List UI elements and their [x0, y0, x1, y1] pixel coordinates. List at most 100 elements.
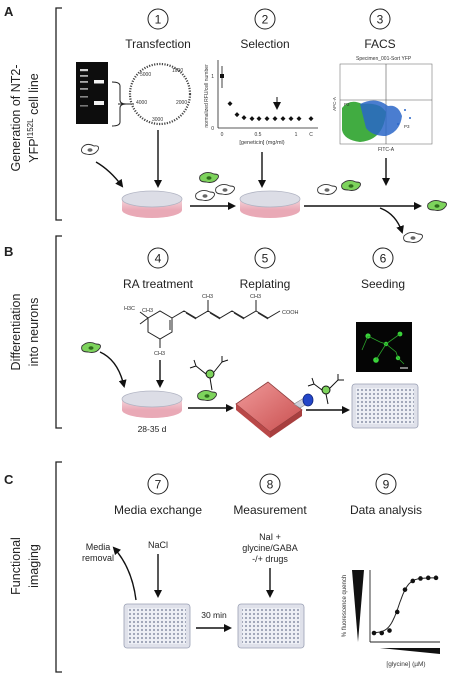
step-7-label: Media exchange: [114, 503, 202, 517]
gel-image: [76, 62, 108, 124]
step-1-number: 1: [155, 13, 162, 27]
selection-xtick-0: 0: [221, 132, 224, 138]
molecule-h3c: H3C: [124, 306, 135, 312]
culture-flask: [235, 381, 314, 438]
step-5-label: Replating: [240, 277, 291, 291]
culture-dish-2: [239, 190, 301, 218]
fluorescence-micrograph: [356, 322, 412, 372]
facs-plot: Specimen_001-Sort YFP P2 P3 APC-A FITC-A: [332, 56, 433, 153]
chart-xlabel: [glycine] (µM): [386, 661, 425, 668]
selection-ytick-1: 1: [211, 74, 214, 80]
panel-a-bracket: [55, 7, 62, 221]
measurement-line-2: glycine/GABA: [242, 543, 298, 553]
panel-a-side-title-2: YFPI152L cell line: [26, 73, 41, 163]
cell-green: [427, 199, 447, 211]
selection-xtick-1: 1: [295, 132, 298, 138]
selection-point: [288, 116, 294, 122]
cell-green: [197, 389, 217, 401]
plasmid-label-2000: 2000: [176, 100, 187, 106]
neuron-icon: [307, 374, 344, 405]
fit-curve: [373, 577, 436, 634]
well-plate-b: [351, 383, 419, 429]
selection-plot: normalized RFU/cell number 0 1 0 0.5 1 C…: [204, 60, 318, 146]
selection-plot-xlabel: [geneticin] (mg/ml): [239, 140, 284, 146]
molecule-cooh: COOH: [282, 310, 299, 316]
plasmid-map: 1000 2000 3000 4000 5000: [128, 62, 192, 126]
step-7: 7 Media exchange: [114, 473, 202, 517]
plasmid-label-5000: 5000: [140, 72, 151, 78]
panel-c-side-title-2: imaging: [27, 544, 41, 588]
nacl-label: NaCl: [148, 540, 168, 550]
panel-a: A Generation of NT2- YFPI152L cell line …: [4, 4, 447, 243]
step-5-number: 5: [262, 252, 269, 266]
molecule-ch3-c: CH3: [202, 294, 213, 300]
selection-point: [272, 116, 278, 122]
panel-b: B Differentiation into neurons 4 RA trea…: [4, 235, 419, 438]
chart-ylabel: % fluorescence quench: [342, 575, 348, 637]
measurement-line-1: NaI +: [259, 532, 281, 542]
step-1: 1 Transfection: [125, 8, 191, 51]
molecule-ch3-d: CH3: [250, 294, 261, 300]
data-point: [394, 609, 400, 615]
step-1-label: Transfection: [125, 37, 191, 51]
step-9-number: 9: [383, 478, 390, 492]
selection-point: [249, 116, 255, 122]
facs-gate-p2: P2: [344, 102, 350, 107]
neuron-icon: [189, 356, 229, 391]
selection-point: [264, 116, 270, 122]
cell-white: [215, 183, 235, 195]
media-removal-1: Media: [86, 542, 111, 552]
culture-dish-ra: [121, 390, 183, 418]
media-removal-2: removal: [82, 553, 114, 563]
facs-xlabel: FITC-A: [378, 147, 395, 153]
step-7-number: 7: [155, 478, 162, 492]
facs-title: Specimen_001-Sort YFP: [356, 56, 412, 62]
selection-point: [227, 101, 233, 107]
glycine-wedge-icon: [380, 648, 440, 654]
step-6-number: 6: [380, 252, 387, 266]
step-6: 6 Seeding: [361, 247, 405, 291]
retinoic-acid-structure: [139, 300, 281, 348]
panel-b-bracket: [55, 235, 62, 429]
ra-duration: 28-35 d: [138, 424, 167, 434]
panel-c-side-title-1: Functional: [9, 537, 23, 595]
panel-c: C Functional imaging 7 Media exchange 8 …: [4, 461, 440, 673]
incubation-time: 30 min: [201, 610, 227, 620]
panel-letter-b: B: [4, 244, 13, 259]
arrow-cell-to-dish-ra: [99, 351, 127, 388]
plasmid-label-4000: 4000: [136, 100, 147, 106]
cell-white: [403, 231, 423, 243]
selection-point: [296, 116, 302, 122]
step-2: 2 Selection: [240, 8, 290, 51]
well-plate-c1: [123, 603, 191, 649]
well-plate-c2: [237, 603, 305, 649]
panel-letter-a: A: [4, 4, 14, 19]
step-4: 4 RA treatment: [123, 247, 194, 291]
molecule-ch3-b: CH3: [154, 351, 165, 357]
facs-ylabel: APC-A: [332, 97, 337, 111]
plasmid-label-3000: 3000: [152, 117, 163, 123]
data-point: [379, 630, 385, 636]
selection-ytick-0: 0: [211, 126, 214, 132]
facs-blue-population: [360, 100, 402, 136]
data-point: [410, 578, 416, 584]
step-4-label: RA treatment: [123, 277, 194, 291]
measurement-line-3: -/+ drugs: [252, 554, 288, 564]
quench-wedge-icon: [352, 570, 364, 642]
facs-gate-p3: P3: [404, 124, 410, 129]
molecule-ch3-a: CH3: [142, 308, 153, 314]
selection-plot-ylabel: normalized RFU/cell number: [204, 64, 210, 128]
data-point: [371, 630, 377, 636]
data-point: [425, 575, 431, 581]
cell-white: [81, 143, 99, 155]
selection-point: [308, 116, 314, 122]
panel-letter-c: C: [4, 472, 14, 487]
step-2-label: Selection: [240, 37, 289, 51]
step-8-number: 8: [267, 478, 274, 492]
flask-cap: [302, 393, 314, 407]
step-3-number: 3: [377, 13, 384, 27]
panel-b-side-title-1: Differentiation: [9, 294, 23, 371]
cell-green: [81, 341, 101, 353]
step-3-label: FACS: [364, 37, 395, 51]
